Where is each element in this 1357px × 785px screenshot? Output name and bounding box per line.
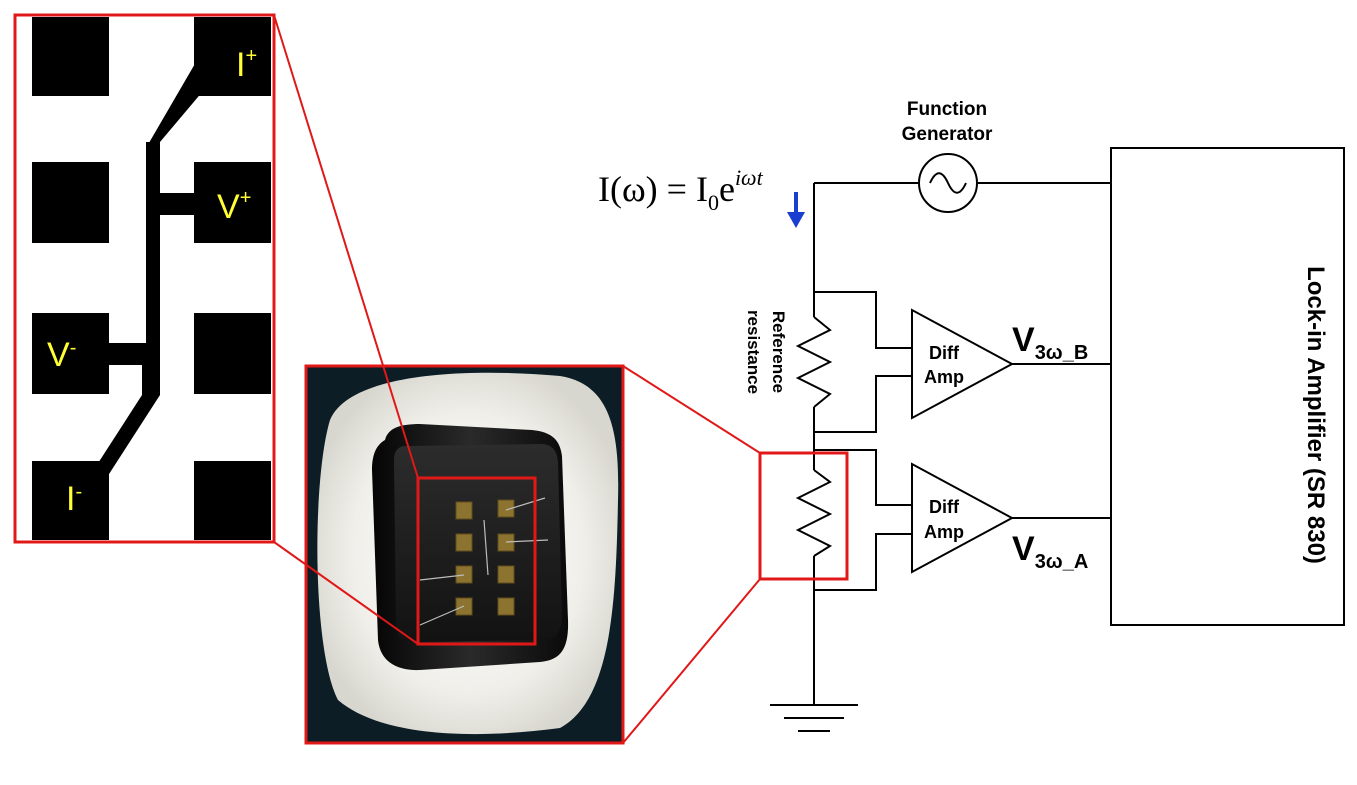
reference-resistor-icon (795, 316, 833, 408)
diff-amp-top-label-2: Amp (924, 367, 964, 387)
diff-amp-top-label-1: Diff (929, 343, 960, 363)
ground-icon (770, 704, 858, 732)
current-direction-arrow (787, 192, 805, 228)
pad-v-plus (194, 162, 271, 243)
pad-right-3 (194, 313, 271, 394)
heater-traces (82, 62, 214, 488)
diff-amp-bottom (911, 462, 1015, 574)
lock-in-amplifier-box (1110, 147, 1345, 626)
pad-layout-background (15, 15, 274, 542)
current-equation: I(ω) = I0eiωt (598, 165, 764, 215)
sample-highlight-box (758, 451, 849, 581)
pad-left-1 (32, 17, 109, 96)
chip-highlight-box (416, 476, 537, 646)
zoom-connectors (273, 14, 761, 744)
circuit-schematic: Function Generator I(ω) = I0eiωt Referen… (598, 99, 1345, 732)
pad-v-minus (32, 313, 109, 394)
diff-amp-bottom-label-1: Diff (929, 497, 960, 517)
sample-resistor-icon (795, 469, 833, 557)
function-generator-label-2: Generator (902, 124, 993, 145)
pad-right-4 (194, 461, 271, 540)
pad-layout-panel: I+ V+ V- I- (13, 13, 276, 544)
label-i-plus: I+ (236, 45, 257, 84)
reference-label-1: Reference (769, 311, 788, 393)
label-v-plus: V+ (217, 187, 251, 226)
pad-left-2 (32, 162, 109, 243)
voltage-label-a: V3ω_A (1012, 530, 1088, 573)
sine-wave-icon (929, 172, 967, 194)
chip-bond-wires (419, 497, 549, 626)
pad-layout-frame (13, 13, 276, 544)
diff-amp-bottom-label-2: Amp (924, 522, 964, 542)
reference-label-2: resistance (744, 310, 763, 394)
label-i-minus: I- (66, 480, 82, 518)
label-v-minus: V- (47, 336, 76, 374)
photo-frame (304, 364, 625, 745)
chip-gold-pads (455, 499, 515, 616)
chip-photo-panel (304, 364, 625, 745)
chip-top-face (394, 444, 562, 642)
function-generator-label-1: Function (907, 99, 987, 120)
diff-amp-top (911, 308, 1015, 420)
voltage-label-b: V3ω_B (1012, 321, 1088, 364)
lock-in-amplifier-label: Lock-in Amplifier (SR 830) (1302, 266, 1329, 564)
